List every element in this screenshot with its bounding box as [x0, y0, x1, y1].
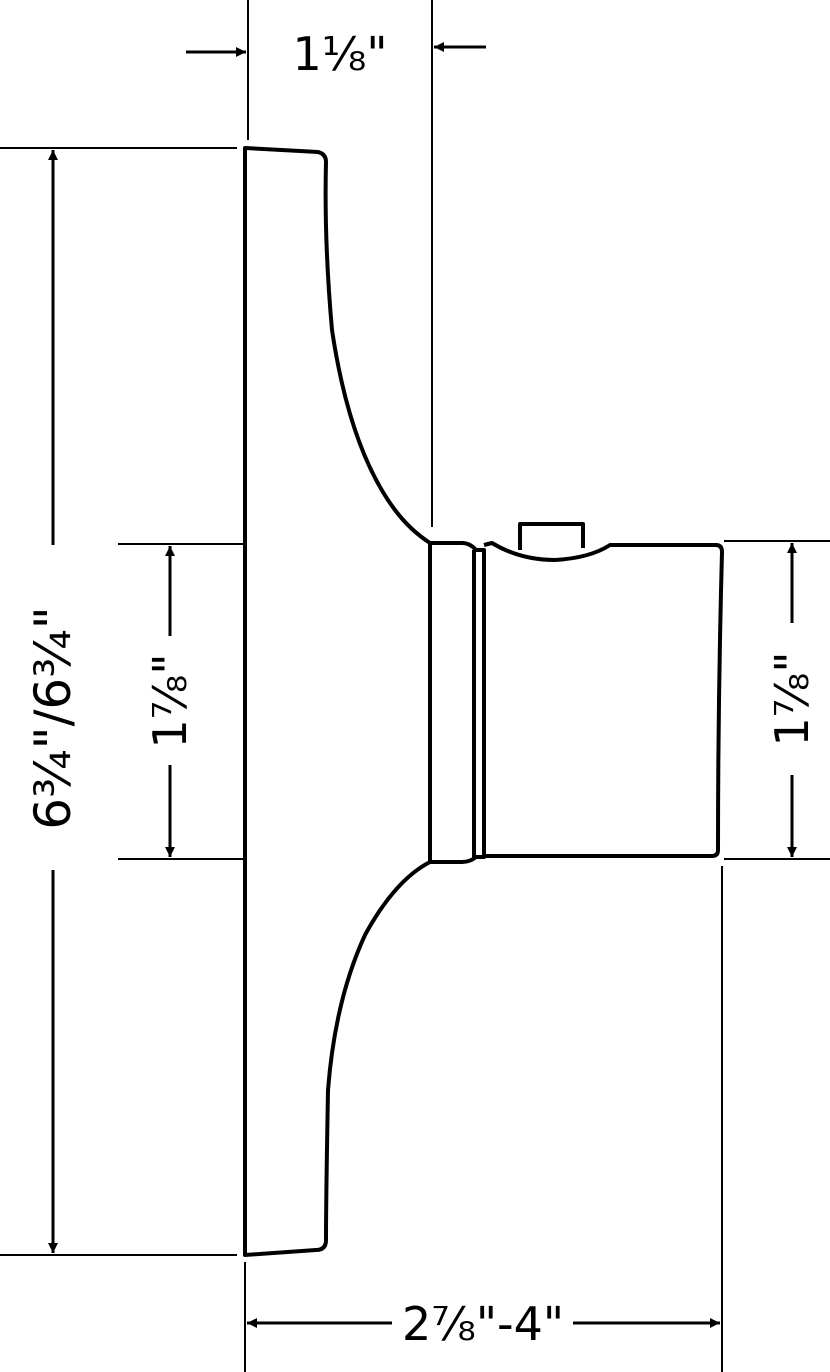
- dim-top-width: 1⅛": [292, 27, 387, 81]
- dim-left-handle-height: 1⅞": [143, 653, 197, 748]
- dim-right-handle-height: 1⅞": [765, 651, 819, 746]
- handle: [483, 522, 724, 858]
- dim-overall-height: 6¾"/6¾": [24, 606, 82, 829]
- dimension-arrows: [48, 42, 797, 1328]
- dim-bottom-depth: 2⅞"-4": [402, 1297, 564, 1351]
- trim-plate: [243, 146, 432, 1257]
- collar: [430, 541, 486, 864]
